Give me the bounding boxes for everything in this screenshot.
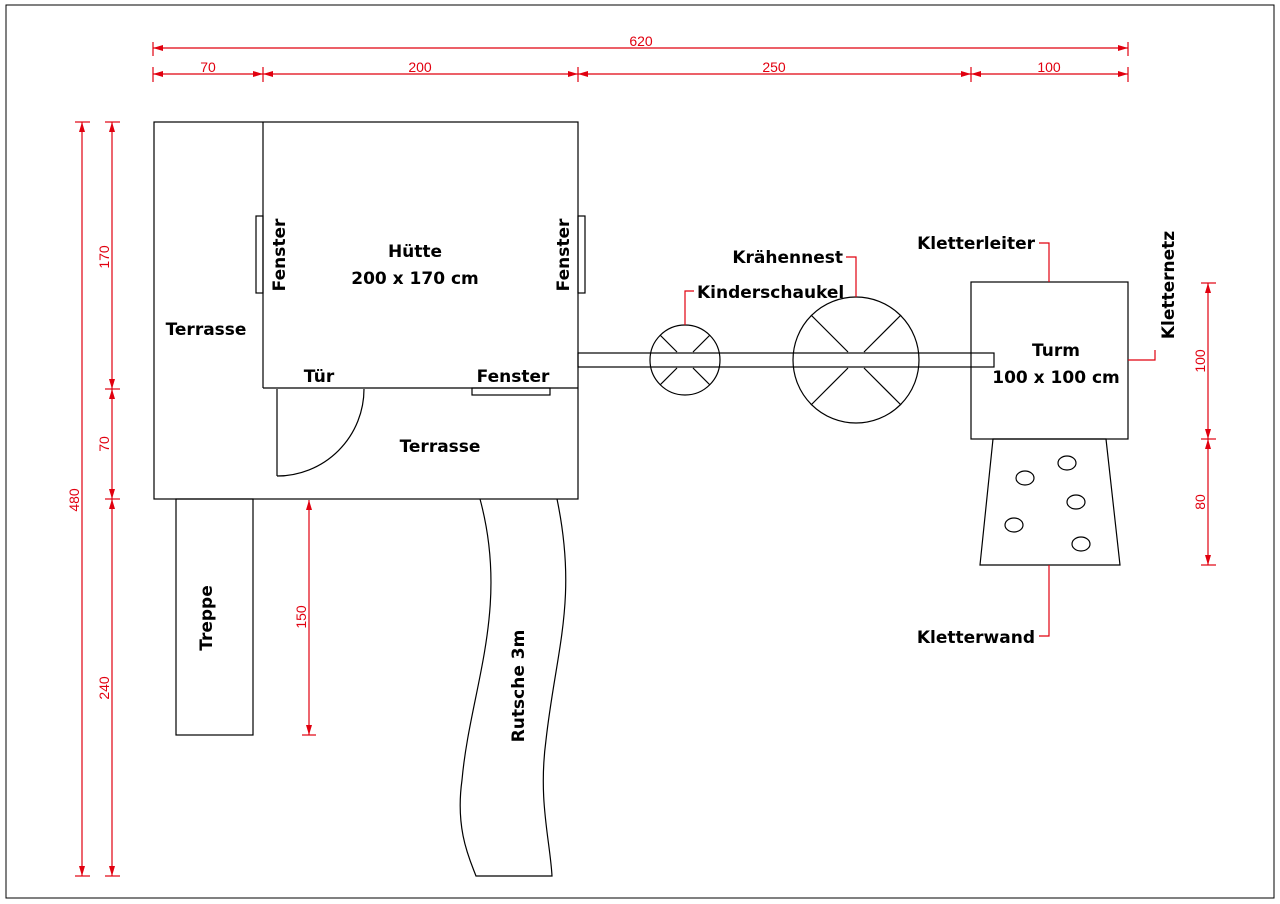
- kinderschaukel-symbol: [649, 324, 721, 396]
- huette-structure: [153, 121, 586, 500]
- dim-width-turm: 100: [1037, 59, 1061, 75]
- label-kinderschaukel: Kinderschaukel: [697, 283, 844, 303]
- treppe: [175, 498, 254, 736]
- dim-height-treppe: 240: [96, 676, 112, 700]
- dim-height-turm: 100: [1192, 349, 1208, 373]
- label-turm-size: 100 x 100 cm: [992, 368, 1119, 388]
- label-huette-size: 200 x 170 cm: [351, 269, 478, 289]
- window-bottom: [471, 387, 551, 396]
- dim-width-gap: 250: [762, 59, 786, 75]
- label-kletternetz: Kletternetz: [1159, 231, 1179, 339]
- dim-width-terrasse: 70: [200, 59, 216, 75]
- kletterwand-symbol: [979, 438, 1121, 566]
- label-kletterwand: Kletterwand: [917, 628, 1035, 648]
- label-treppe: Treppe: [197, 585, 217, 651]
- dim-height-kletterwand: 80: [1192, 494, 1208, 510]
- label-kletterleiter: Kletterleiter: [917, 234, 1036, 254]
- label-huette-title: Hütte: [388, 242, 442, 262]
- window-right: [577, 215, 586, 294]
- label-fenster-right: Fenster: [554, 218, 574, 291]
- label-fenster-bottom: Fenster: [477, 367, 550, 387]
- dim-width-huette: 200: [408, 59, 432, 75]
- swing-beam: [577, 352, 995, 368]
- dim-height-tuer-drop: 150: [293, 605, 309, 629]
- left-dimensions: 480 170 70 240 150: [66, 121, 316, 877]
- kraehennest-symbol: [792, 296, 920, 424]
- right-dimensions: 100 80: [1192, 282, 1216, 566]
- label-kraehennest: Krähennest: [732, 248, 843, 268]
- label-terrasse-left: Terrasse: [166, 320, 247, 340]
- dim-height-huette: 170: [96, 245, 112, 269]
- top-dimensions: 620 70 200 250 100: [152, 33, 1129, 82]
- window-left: [255, 215, 264, 294]
- door-swing-arc: [276, 388, 365, 477]
- dim-total-width: 620: [629, 33, 653, 49]
- label-tuer: Tür: [304, 367, 335, 387]
- leader-lines: [684, 242, 1156, 637]
- label-fenster-left: Fenster: [270, 218, 290, 291]
- rutsche: [459, 498, 567, 877]
- dim-height-terrasse: 70: [96, 436, 112, 452]
- dim-total-height: 480: [66, 488, 82, 512]
- label-rutsche: Rutsche 3m: [509, 630, 529, 743]
- page-border: [5, 4, 1275, 899]
- label-turm-title: Turm: [1032, 341, 1080, 361]
- label-terrasse-bottom: Terrasse: [400, 437, 481, 457]
